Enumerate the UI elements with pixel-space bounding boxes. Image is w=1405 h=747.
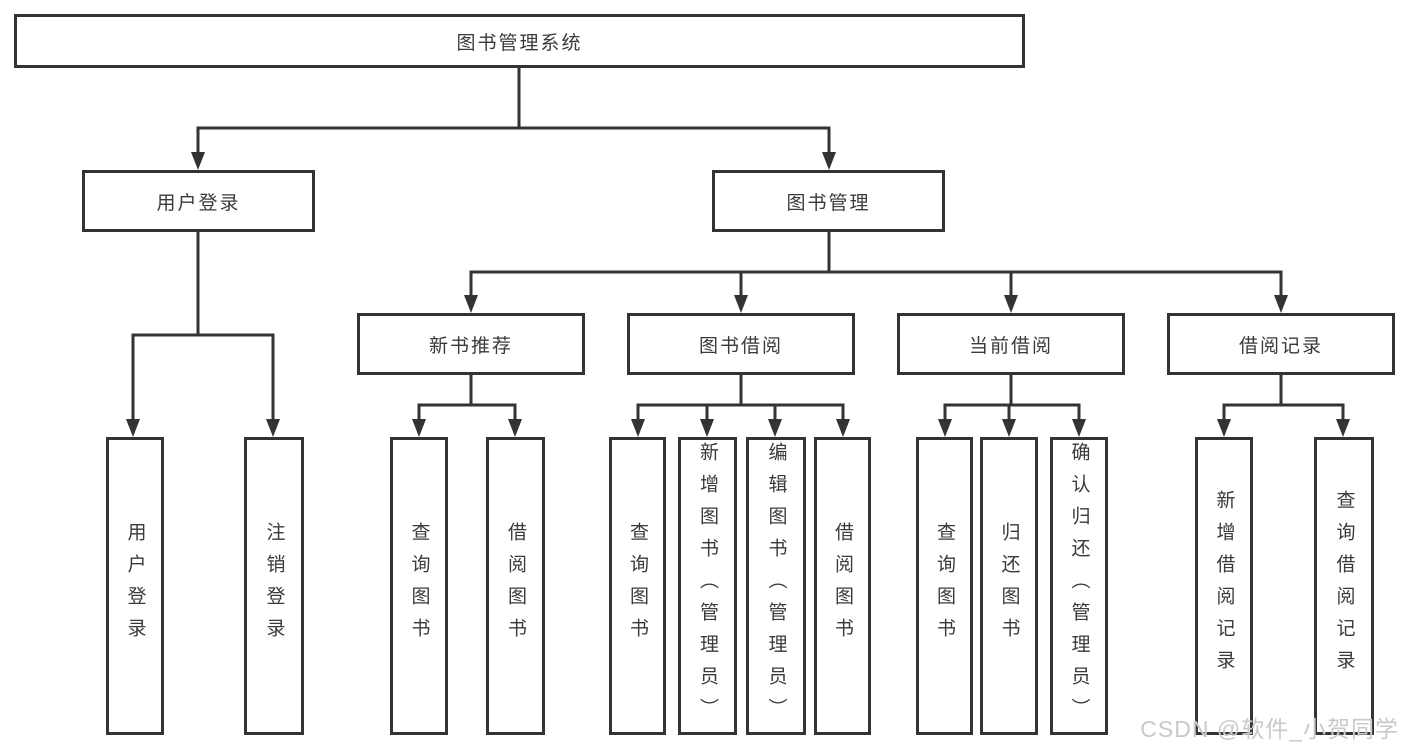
node-label: 图书借阅: [698, 335, 783, 357]
leaf-label: 查询借阅记录: [1333, 490, 1355, 682]
leaf-logout: 注销登录: [244, 437, 304, 735]
leaf-query-books: 查询图书: [916, 437, 973, 735]
leaf-return-books: 归还图书: [980, 437, 1038, 735]
branch-new-book-rec: [417, 375, 517, 420]
node-label: 新书推荐: [428, 335, 513, 357]
branch-book-borrow: [636, 375, 845, 420]
node-label: 图书管理系统: [456, 32, 583, 54]
node-new-book-recommend: 新书推荐: [357, 313, 585, 375]
node-label: 图书管理: [786, 192, 871, 214]
leaf-label: 归还图书: [998, 522, 1020, 650]
leaf-label: 编辑图书（管理员）: [765, 442, 787, 730]
branch-user-login: [131, 232, 275, 420]
node-borrowing-records: 借阅记录: [1167, 313, 1395, 375]
branch-user-login-arrowheads: [126, 419, 280, 437]
leaf-label: 查询图书: [408, 522, 430, 650]
leaf-label: 新增借阅记录: [1213, 490, 1235, 682]
leaf-label: 借阅图书: [832, 522, 853, 650]
leaf-label: 借阅图书: [505, 522, 526, 650]
node-book-borrowing: 图书借阅: [627, 313, 855, 375]
leaf-add-books-admin: 新增图书（管理员）: [678, 437, 737, 735]
leaf-label: 新增图书（管理员）: [697, 442, 718, 730]
leaf-confirm-return-admin: 确认归还（管理员）: [1050, 437, 1108, 735]
node-label: 用户登录: [156, 192, 241, 214]
branch-book-borrow-arrowheads: [631, 419, 850, 437]
node-label: 借阅记录: [1238, 335, 1323, 357]
leaf-label: 查询图书: [934, 522, 955, 650]
leaf-label: 确认归还（管理员）: [1068, 442, 1090, 730]
node-current-borrowing: 当前借阅: [897, 313, 1125, 375]
branch-cur-borrow-arrowheads: [938, 419, 1086, 437]
branch-borrow-rec: [1222, 375, 1345, 420]
node-library-management-system: 图书管理系统: [14, 14, 1025, 68]
csdn-watermark: CSDN @软件_小贺同学: [1140, 716, 1399, 742]
branch-root: [196, 68, 831, 153]
branch-new-book-rec-arrowheads: [412, 419, 522, 437]
leaf-label: 查询图书: [627, 522, 648, 650]
leaf-query-books: 查询图书: [609, 437, 666, 735]
node-label: 当前借阅: [968, 335, 1053, 357]
leaf-query-books: 查询图书: [390, 437, 448, 735]
node-book-management: 图书管理: [712, 170, 945, 232]
branch-book-mgmt: [469, 232, 1283, 296]
branch-book-mgmt-arrowheads: [464, 295, 1288, 313]
branch-cur-borrow: [943, 375, 1081, 420]
leaf-query-borrow-record: 查询借阅记录: [1314, 437, 1374, 735]
leaf-edit-books-admin: 编辑图书（管理员）: [746, 437, 806, 735]
node-user-login: 用户登录: [82, 170, 315, 232]
leaf-borrow-books: 借阅图书: [814, 437, 871, 735]
leaf-borrow-books: 借阅图书: [486, 437, 545, 735]
leaf-user-login: 用户登录: [106, 437, 164, 735]
leaf-label: 用户登录: [124, 522, 146, 650]
branch-root-arrowheads: [191, 152, 836, 170]
branch-borrow-rec-arrowheads: [1217, 419, 1350, 437]
leaf-label: 注销登录: [263, 522, 285, 650]
leaf-add-borrow-record: 新增借阅记录: [1195, 437, 1253, 735]
